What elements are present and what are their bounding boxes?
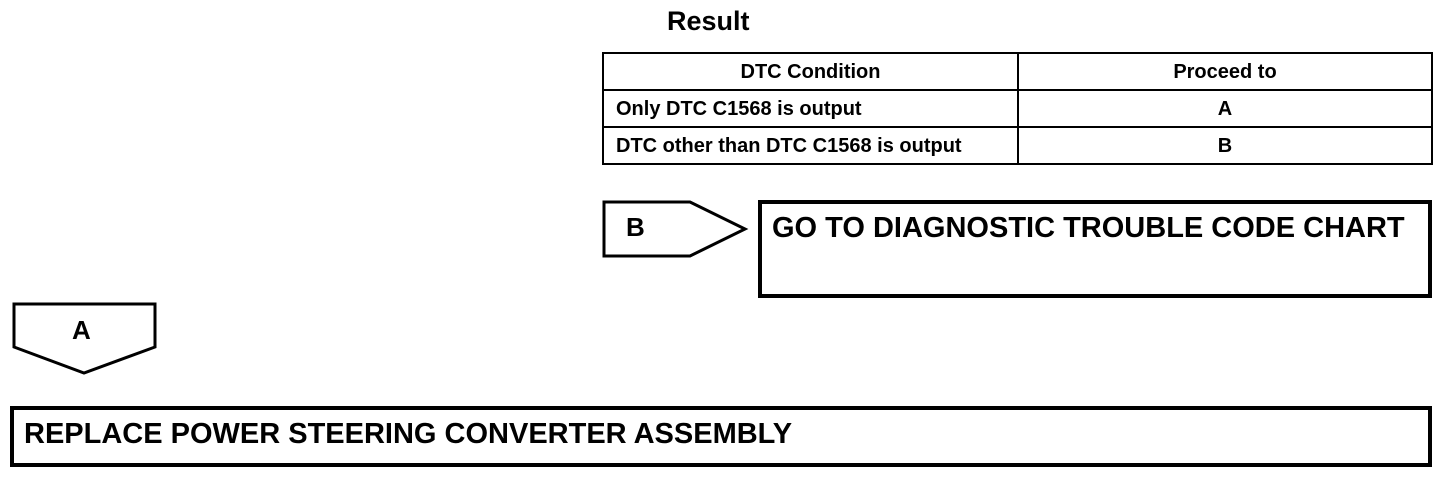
goto-dtc-chart-box	[758, 200, 1432, 298]
branch-a-label: A	[72, 315, 91, 345]
table-header-row: DTC Condition Proceed to	[602, 52, 1433, 91]
branch-b-label: B	[626, 212, 645, 242]
dtc-condition-cell: DTC other than DTC C1568 is output	[602, 126, 1019, 165]
proceed-to-cell: A	[1017, 89, 1433, 128]
replace-converter-text: REPLACE POWER STEERING CONVERTER ASSEMBL…	[24, 418, 793, 450]
goto-dtc-chart-text: GO TO DIAGNOSTIC TROUBLE CODE CHART	[772, 212, 1405, 244]
table-row: DTC other than DTC C1568 is output B	[602, 126, 1433, 165]
column-header-proceed-to: Proceed to	[1017, 52, 1433, 91]
branch-a-arrow-marker	[12, 302, 157, 375]
branch-b-arrow-marker	[602, 200, 749, 258]
result-table: DTC Condition Proceed to Only DTC C1568 …	[602, 52, 1433, 165]
result-heading: Result	[667, 6, 750, 36]
proceed-to-cell: B	[1017, 126, 1433, 165]
replace-converter-box	[10, 406, 1432, 467]
column-header-dtc-condition: DTC Condition	[602, 52, 1019, 91]
table-row: Only DTC C1568 is output A	[602, 89, 1433, 128]
dtc-condition-cell: Only DTC C1568 is output	[602, 89, 1019, 128]
